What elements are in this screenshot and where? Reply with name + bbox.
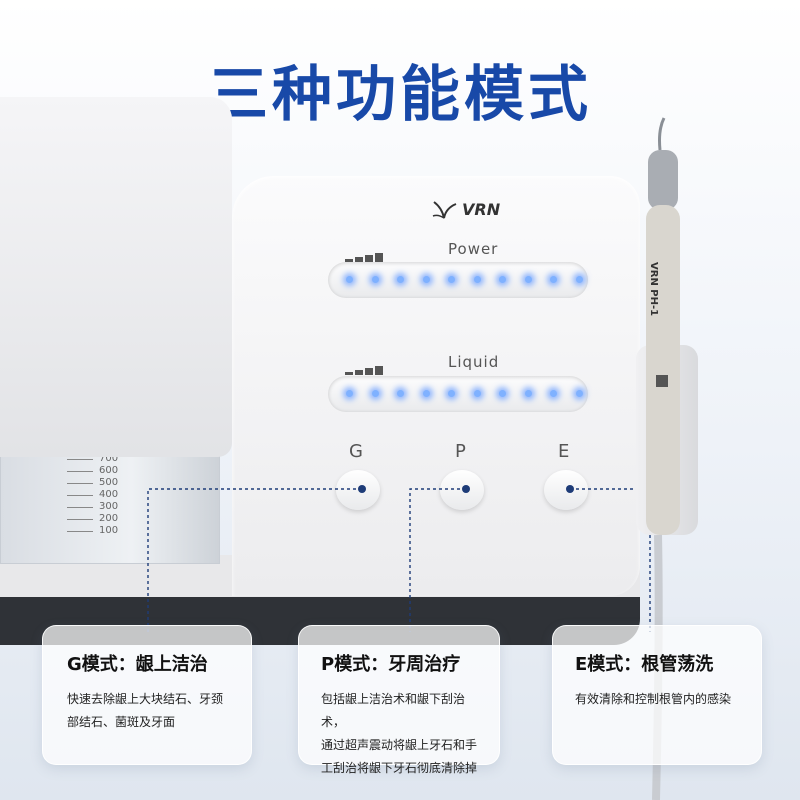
- led-indicator: [524, 276, 532, 283]
- led-indicator: [371, 276, 379, 283]
- led-indicator: [422, 390, 430, 397]
- led-indicator: [550, 390, 557, 397]
- led-indicator: [448, 276, 455, 283]
- mode-e-label: E: [558, 441, 570, 462]
- mode-e-dot: [566, 485, 574, 493]
- tank-scale-label: 100: [99, 525, 119, 536]
- led-indicator: [422, 276, 430, 283]
- mode-card-p: P模式：牙周治疗 包括龈上洁治术和龈下刮治术， 通过超声震动将龈上牙石和手 工刮…: [298, 625, 500, 775]
- led-indicator: [346, 276, 353, 283]
- tank-scale-tick: [67, 459, 93, 460]
- mode-g-label: G: [349, 441, 363, 462]
- liquid-label: Liquid: [448, 353, 500, 371]
- mode-card-title: P模式：牙周治疗: [321, 654, 461, 675]
- tank-scale-label: 500: [99, 477, 119, 488]
- mode-p-label: P: [455, 441, 466, 462]
- led-indicator: [499, 276, 506, 283]
- led-indicator: [397, 390, 404, 397]
- tank-scale-tick: [67, 531, 93, 532]
- led-indicator: [575, 390, 583, 397]
- mode-card-description: 有效清除和控制根管内的感染: [575, 692, 732, 706]
- led-indicator: [575, 276, 583, 283]
- led-indicator: [346, 390, 353, 397]
- handpiece-brand-text: VRN PH-1: [648, 262, 659, 317]
- mode-p-dot: [462, 485, 470, 493]
- power-label: Power: [448, 240, 499, 258]
- page-headline: 三种功能模式: [208, 60, 592, 130]
- liquid-signal-icon: [345, 356, 385, 375]
- led-indicator: [397, 276, 404, 283]
- power-level-bar: [328, 262, 588, 298]
- tank-scale-label: 200: [99, 513, 119, 524]
- led-indicator: [550, 276, 557, 283]
- tank-scale-tick: [67, 507, 93, 508]
- mode-card-description: 快速去除龈上大块结石、牙颈 部结石、菌斑及牙面: [67, 692, 224, 729]
- led-indicator: [448, 390, 455, 397]
- tank-scale-label: 700: [99, 453, 119, 464]
- brand-logo-text: VRN: [462, 200, 501, 219]
- mode-card-title: G模式：龈上洁治: [67, 654, 208, 675]
- brand-logo-icon: [432, 201, 457, 219]
- tank-scale-label: 600: [99, 465, 119, 476]
- mode-g-dot: [358, 485, 366, 493]
- tank-scale-label: 300: [99, 501, 119, 512]
- liquid-level-bar: [328, 376, 588, 412]
- mode-card-description: 包括龈上洁治术和龈下刮治术， 通过超声震动将龈上牙石和手 工刮治将龈下牙石彻底清…: [321, 692, 478, 775]
- led-indicator: [499, 390, 506, 397]
- led-indicator: [371, 390, 379, 397]
- tank-scale-tick: [67, 495, 93, 496]
- led-indicator: [524, 390, 532, 397]
- mode-card-title: E模式：根管荡洗: [575, 654, 714, 675]
- led-indicator: [473, 390, 481, 397]
- tank-scale-label: 400: [99, 489, 119, 500]
- tank-scale-tick: [67, 519, 93, 520]
- tank-scale-tick: [67, 471, 93, 472]
- mode-card-g: G模式：龈上洁治 快速去除龈上大块结石、牙颈 部结石、菌斑及牙面: [42, 625, 252, 765]
- led-indicator: [473, 276, 481, 283]
- power-signal-icon: [345, 243, 385, 262]
- mode-card-e: E模式：根管荡洗 有效清除和控制根管内的感染: [552, 625, 762, 765]
- tank-scale-tick: [67, 483, 93, 484]
- tank-lid: [0, 97, 232, 457]
